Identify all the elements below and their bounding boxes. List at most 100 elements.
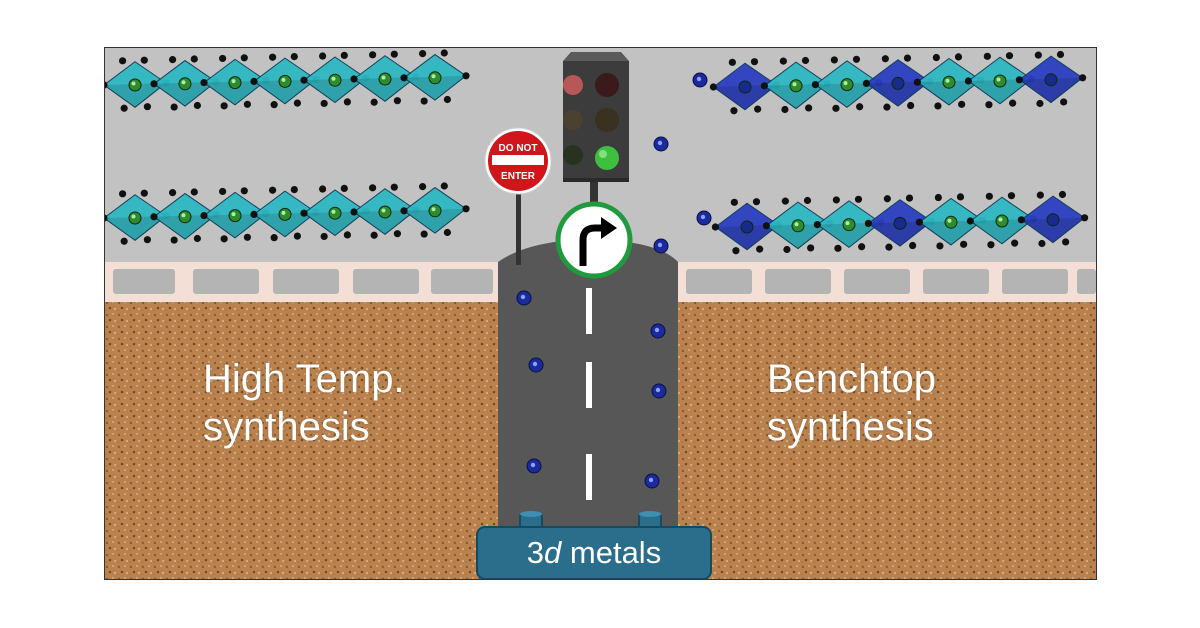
center-atom-highlight (947, 218, 952, 223)
ion-highlight (655, 387, 661, 393)
atom (1058, 190, 1067, 199)
atom (985, 101, 993, 109)
atom (954, 53, 963, 61)
center-atom (378, 72, 392, 86)
atom (462, 205, 470, 213)
benchtop-line2: synthesis (767, 405, 934, 449)
atom (220, 235, 228, 243)
atom (140, 56, 148, 64)
right-turn-arrow-sign-icon (555, 201, 633, 279)
atom (728, 58, 736, 66)
atom (883, 195, 891, 203)
atom (907, 101, 915, 110)
atom (119, 190, 127, 198)
center-atom-highlight (945, 78, 950, 83)
atom (709, 83, 717, 91)
octahedron-shade (404, 208, 466, 234)
octahedron-shade (817, 222, 881, 248)
metals-suffix: metals (561, 535, 662, 570)
metal-ions (516, 72, 712, 489)
center-atom (228, 209, 242, 223)
center-atom (278, 207, 292, 221)
atom (390, 183, 398, 191)
lane-mark-2 (586, 362, 592, 408)
center-atom-highlight (331, 76, 336, 81)
atom (370, 98, 378, 106)
atom (803, 196, 812, 205)
ion-highlight (696, 76, 702, 82)
octahedron-shade (105, 83, 166, 108)
lane-mark-3 (586, 454, 592, 500)
center-atom-highlight (231, 79, 236, 84)
atom (985, 192, 993, 200)
sign-line1: DO NOT (499, 143, 538, 154)
center-atom (842, 218, 856, 232)
road-scene: DO NOT ENTER (105, 48, 1096, 579)
atom (300, 209, 308, 217)
center-atom-highlight (131, 214, 136, 219)
atom (913, 78, 921, 86)
atom (105, 81, 108, 89)
atom (903, 54, 912, 62)
center-atom (944, 215, 958, 229)
octahedron-shade (1019, 77, 1083, 103)
left-curb (105, 262, 498, 302)
atom (250, 210, 258, 218)
center-atom (840, 78, 854, 92)
center-atom-highlight (131, 81, 136, 86)
atom (1079, 74, 1087, 82)
octahedron-shade (254, 212, 316, 237)
road (498, 240, 678, 579)
center-atom-highlight (845, 221, 850, 226)
octahedron-shade (254, 79, 316, 104)
octahedron-shade (917, 80, 981, 105)
atom (169, 189, 177, 197)
ion-highlight (530, 462, 536, 468)
atom (400, 207, 408, 215)
atom (350, 208, 358, 216)
center-atom-highlight (381, 208, 386, 213)
right-soil (678, 302, 1096, 579)
atom (143, 236, 151, 244)
atom (293, 99, 301, 107)
center-atom (738, 80, 752, 94)
center-atom-highlight (792, 82, 797, 87)
atom (760, 82, 768, 90)
atom (1009, 99, 1017, 107)
octahedron-shade (204, 80, 266, 105)
center-atom (995, 214, 1009, 228)
octahedron-shade (970, 219, 1034, 244)
metals-italic: d (544, 535, 562, 570)
octahedra-chain (105, 182, 470, 245)
center-atom (891, 76, 905, 90)
atom (730, 198, 738, 206)
center-atom-highlight (281, 210, 286, 215)
octahedra-chain (709, 50, 1087, 115)
atom (150, 80, 158, 88)
atom (190, 55, 198, 63)
atom (419, 183, 427, 191)
center-atom (428, 204, 442, 218)
atom (1036, 191, 1044, 199)
atom (300, 76, 308, 84)
center-atom (128, 78, 142, 92)
ion-highlight (648, 477, 654, 483)
atom (1060, 98, 1068, 106)
atom (858, 243, 866, 251)
high-temp-label: High Temp. synthesis (203, 355, 405, 451)
octahedron-shade (868, 221, 932, 247)
atom (805, 104, 813, 112)
metals-box: 3d metals (476, 526, 712, 579)
atom (320, 232, 328, 241)
atom (732, 247, 740, 255)
octahedron-shade (354, 210, 416, 235)
octahedra-chain (105, 49, 470, 112)
atom (1007, 192, 1016, 200)
atom (143, 103, 151, 111)
atom (200, 79, 208, 87)
center-atom (378, 205, 392, 219)
center-atom (1044, 73, 1058, 87)
atom (393, 97, 401, 105)
atom (270, 234, 278, 242)
atom (905, 194, 914, 202)
